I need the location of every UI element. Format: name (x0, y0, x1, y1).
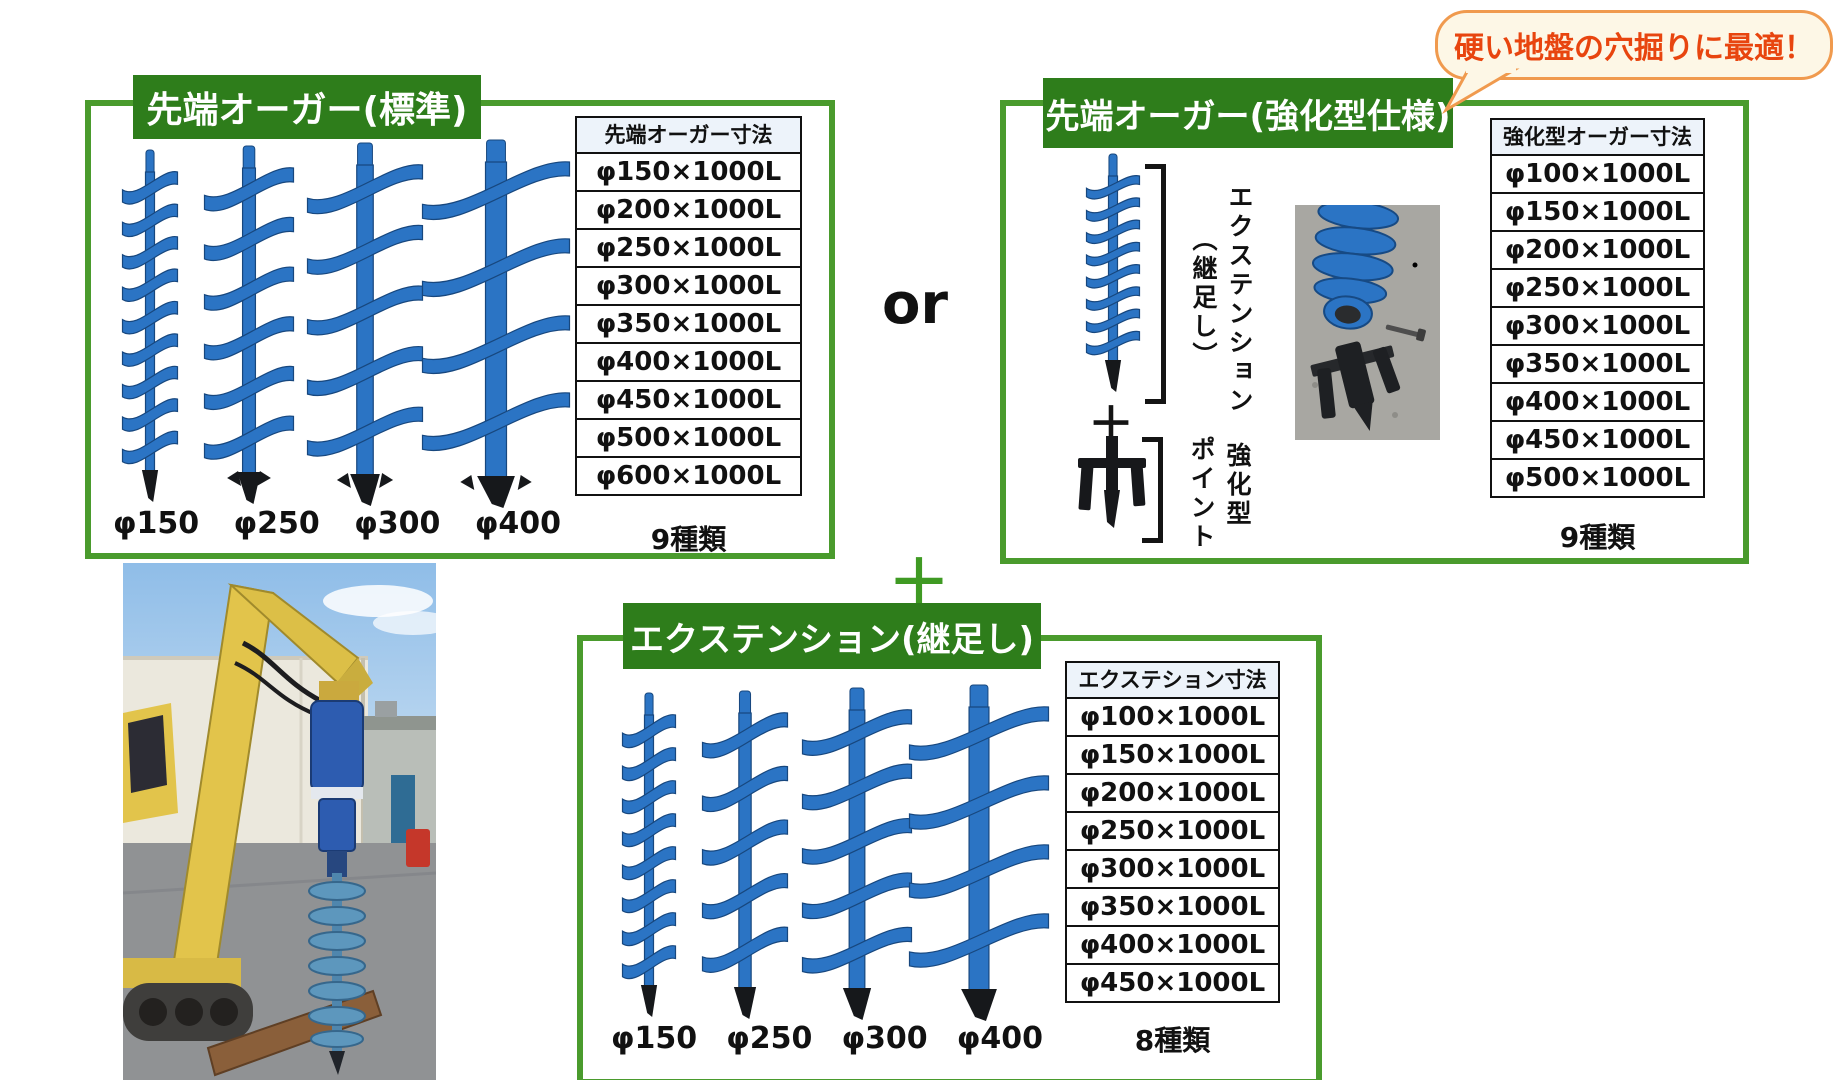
extension-bracket (1145, 164, 1166, 404)
extension-vertical-label: エクステンション (1225, 184, 1254, 416)
callout-text: 硬い地盤の穴掘りに最適！ (1454, 31, 1814, 66)
size-row: φ450×1000L (1490, 420, 1705, 460)
diameter-label: φ400 (956, 1021, 1043, 1056)
extension-vertical-sublabel: （継足し） (1189, 226, 1218, 371)
auger-illustration-300 (306, 139, 424, 512)
reinforced-auger-title: 先端オーガー(強化型仕様) (1043, 78, 1453, 148)
or-connector: or (881, 272, 949, 337)
standard-auger-title-text: 先端オーガー(標準) (146, 90, 468, 131)
size-row: φ250×1000L (575, 228, 802, 268)
extension-diameter-labels: φ150 φ250 φ300 φ400 (611, 1021, 1043, 1061)
callout-bubble-tail (1442, 66, 1520, 114)
extension-title: エクステンション(継足し) (623, 603, 1041, 669)
standard-auger-title: 先端オーガー(標準) (133, 75, 481, 139)
size-row: φ400×1000L (575, 342, 802, 382)
diameter-label: φ250 (233, 506, 320, 541)
size-row: φ450×1000L (575, 380, 802, 420)
size-row: φ350×1000L (575, 304, 802, 344)
reinforced-extension-auger-illustration (1085, 150, 1141, 398)
size-row: φ400×1000L (1065, 925, 1280, 965)
diameter-label: φ300 (841, 1021, 928, 1056)
reinforced-parts-photo (1295, 205, 1440, 440)
size-row: φ150×1000L (575, 152, 802, 192)
reinforced-point-illustration (1078, 436, 1146, 528)
size-row: φ300×1000L (1065, 849, 1280, 889)
extension-illustration-250 (701, 687, 789, 1025)
size-row: φ350×1000L (1490, 344, 1705, 384)
extension-size-table-header: エクステション寸法 (1065, 661, 1280, 699)
point-vertical-sublabel: ポイント (1187, 436, 1216, 552)
size-row: φ200×1000L (575, 190, 802, 230)
reinforced-auger-title-text: 先端オーガー(強化型仕様) (1045, 96, 1451, 137)
diameter-label: φ250 (726, 1021, 813, 1056)
auger-illustration-400 (421, 136, 571, 514)
size-row: φ100×1000L (1490, 154, 1705, 194)
size-row: φ500×1000L (575, 418, 802, 458)
size-row: φ500×1000L (1490, 458, 1705, 498)
extension-illustration-150 (621, 689, 677, 1023)
extension-illustration-400 (908, 681, 1050, 1027)
size-row: φ150×1000L (1490, 192, 1705, 232)
size-row: φ100×1000L (1065, 697, 1280, 737)
standard-size-table-header: 先端オーガー寸法 (575, 116, 802, 154)
size-row: φ300×1000L (1490, 306, 1705, 346)
point-vertical-label: 強化型 (1223, 442, 1252, 529)
size-row: φ350×1000L (1065, 887, 1280, 927)
standard-diameter-labels: φ150 φ250 φ300 φ400 (113, 506, 561, 546)
excavator-photo (123, 563, 436, 1080)
diameter-label: φ400 (474, 506, 561, 541)
auger-illustration-250 (203, 142, 295, 510)
diameter-label: φ300 (354, 506, 441, 541)
reinforced-auger-box: エクステンション （継足し） ＋ 強化型 ポイント (1000, 100, 1749, 564)
diameter-label: φ150 (611, 1021, 698, 1056)
size-row: φ200×1000L (1065, 773, 1280, 813)
standard-size-table-footer: 9種類 (650, 523, 727, 556)
size-row: φ250×1000L (1490, 268, 1705, 308)
extension-size-table-footer: 8種類 (1134, 1024, 1211, 1057)
size-row: φ300×1000L (575, 266, 802, 306)
size-row: φ150×1000L (1065, 735, 1280, 775)
size-row: φ400×1000L (1490, 382, 1705, 422)
size-row: φ250×1000L (1065, 811, 1280, 851)
point-bracket (1142, 437, 1163, 543)
diameter-label: φ150 (113, 506, 200, 541)
reinforced-size-table-header: 強化型オーガー寸法 (1490, 118, 1705, 156)
extension-illustration-300 (801, 684, 913, 1026)
size-row: φ450×1000L (1065, 963, 1280, 1003)
reinforced-size-table-footer: 9種類 (1559, 521, 1636, 554)
auger-illustration-150 (121, 146, 179, 508)
size-row: φ600×1000L (575, 456, 802, 496)
size-row: φ200×1000L (1490, 230, 1705, 270)
extension-title-text: エクステンション(継足し) (629, 619, 1035, 660)
